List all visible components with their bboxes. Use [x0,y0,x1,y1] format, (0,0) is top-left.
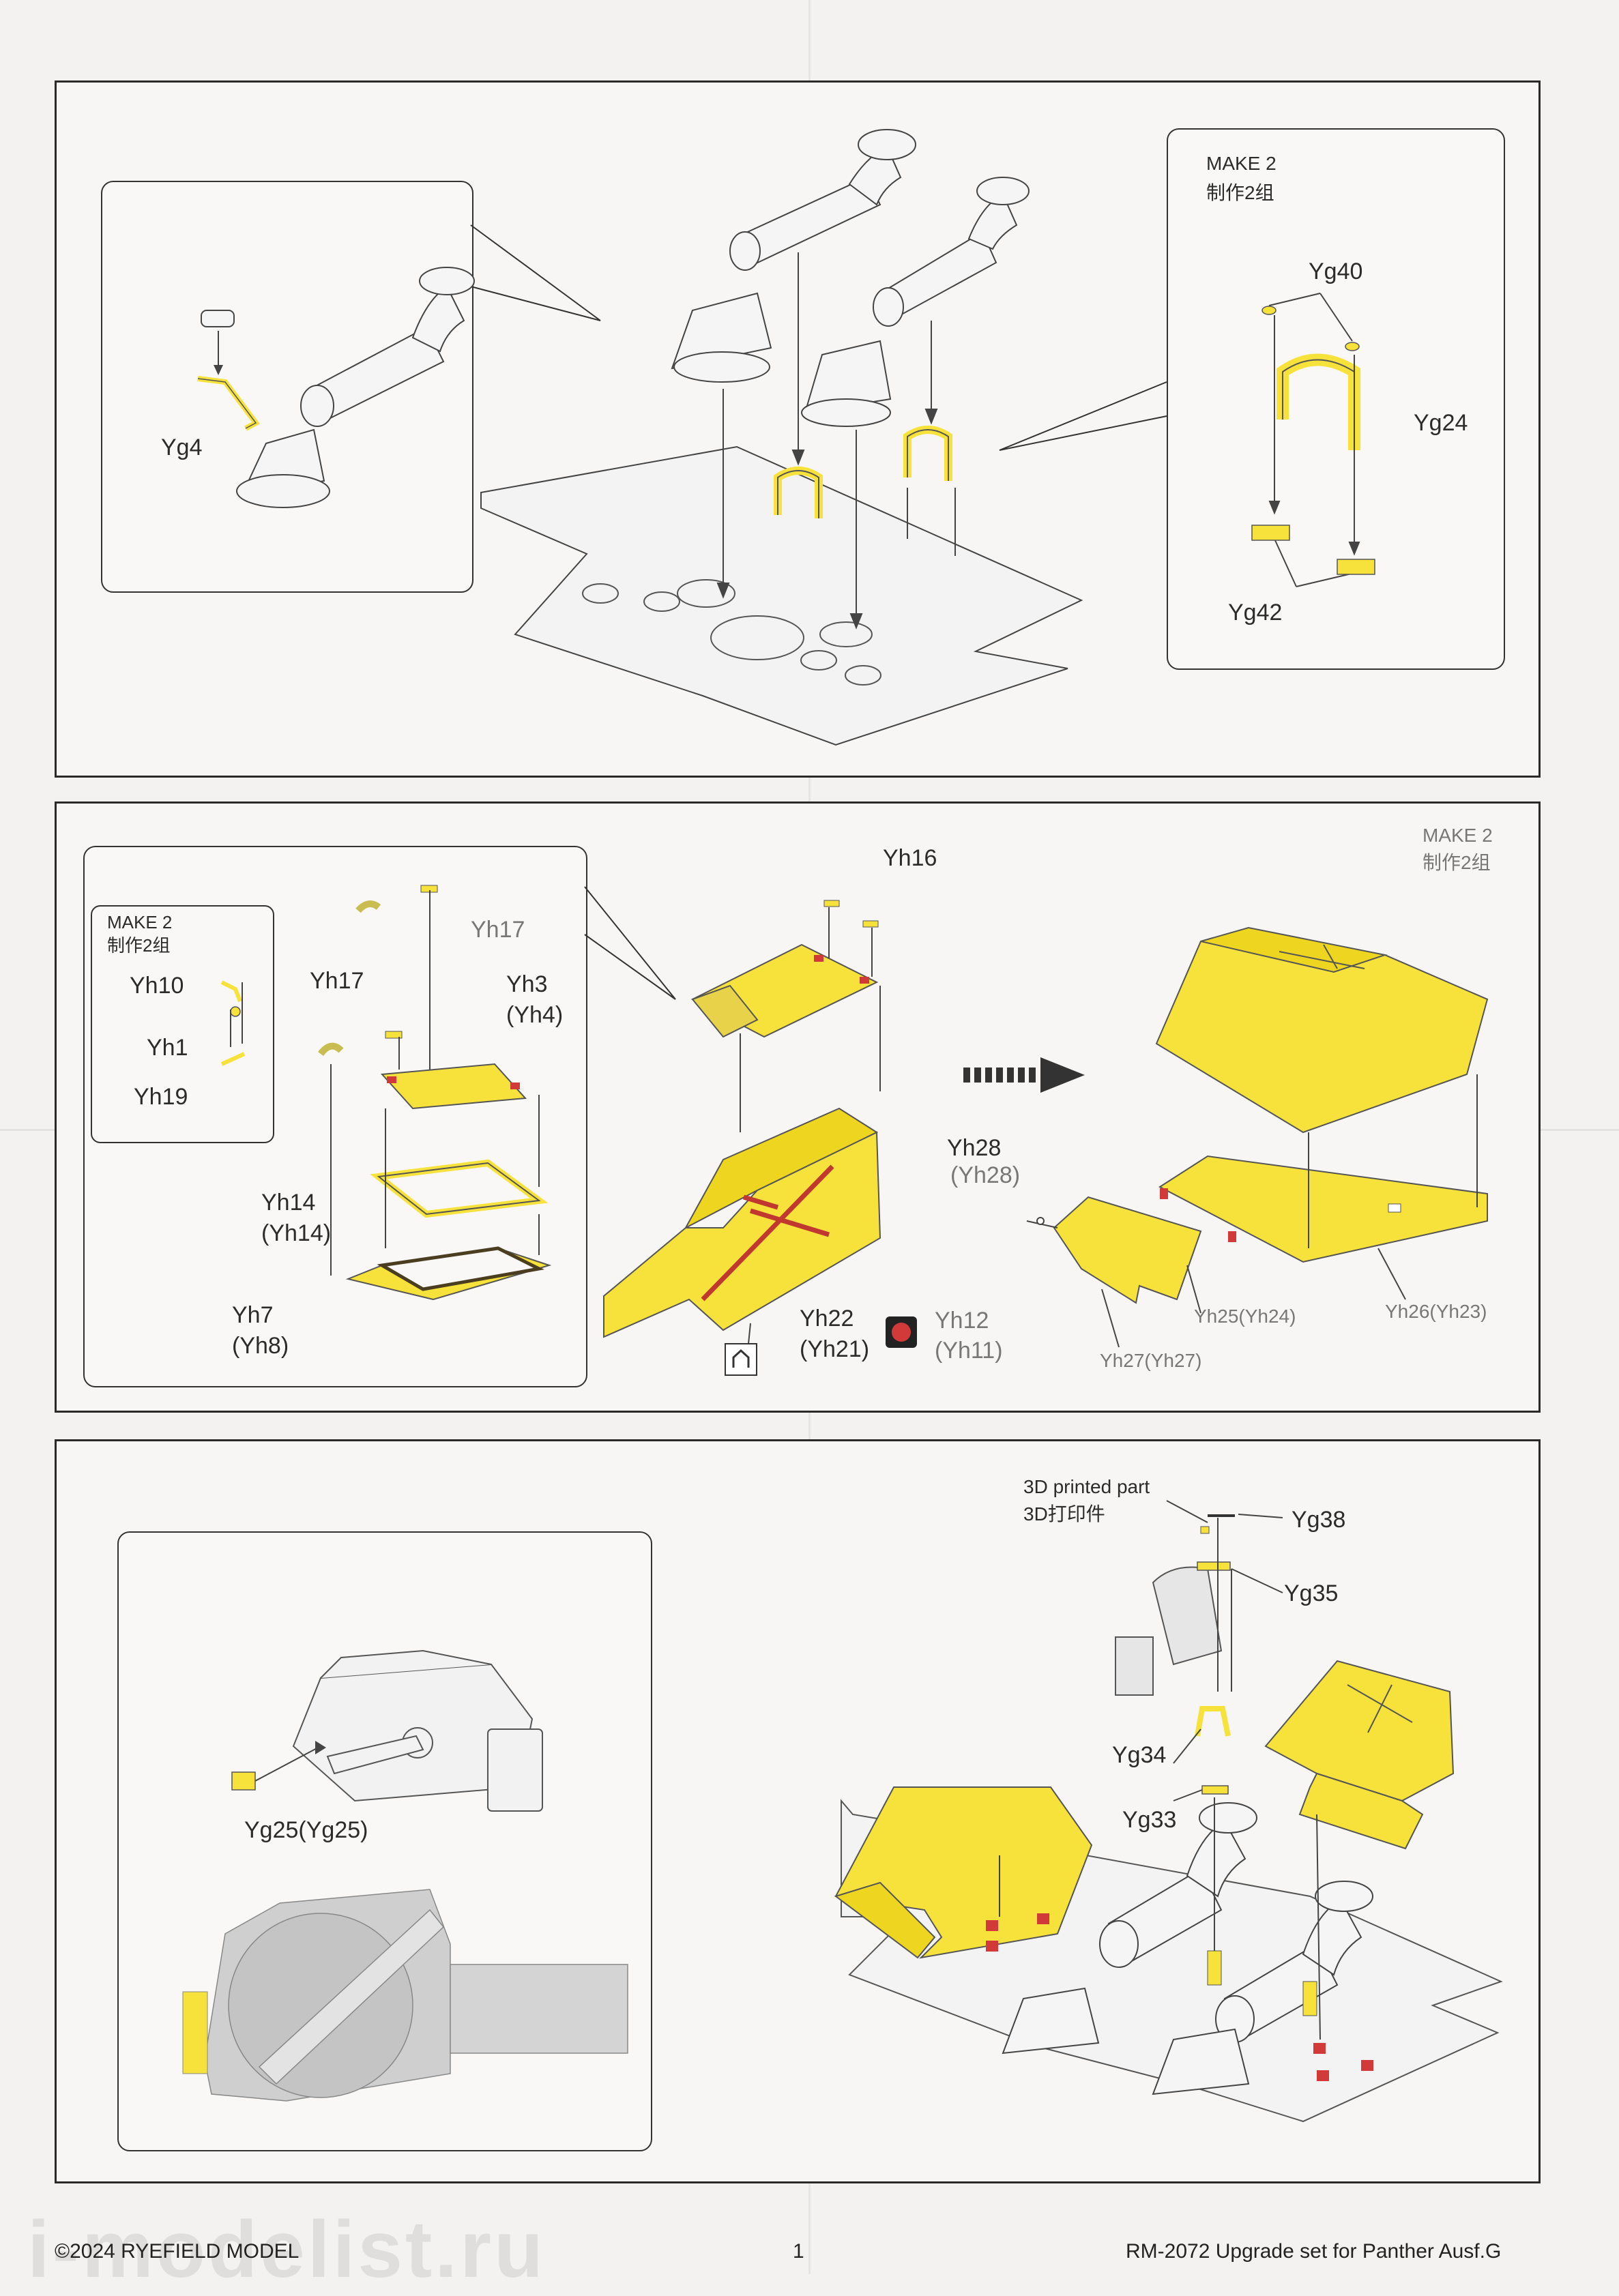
label-yg33: Yg33 [1122,1807,1177,1833]
part-yg35 [1197,1561,1231,1571]
footer-product: RM-2072 Upgrade set for Panther Ausf.G [1126,2240,1502,2263]
label-yg34: Yg34 [1112,1742,1167,1768]
label-3d-printed-en: 3D printed part [1023,1476,1150,1497]
cover-left-final [834,1786,1093,1959]
label-yh27: Yh27(Yh27) [1100,1350,1202,1371]
label-yg4: Yg4 [161,435,203,460]
footer-copyright: ©2024 RYEFIELD MODEL [55,2240,300,2263]
label-yh14-paren: (Yh14) [261,1220,332,1246]
footer-page-number: 1 [793,2240,804,2263]
cover-yh22 [603,1131,881,1338]
label-yh28-paren: (Yh28) [950,1162,1021,1188]
label-yh3: Yh3 [506,971,548,997]
fold-up-icon [725,1343,757,1376]
label-yh26: Yh26(Yh23) [1385,1301,1487,1322]
part-yg34 [1195,1706,1231,1737]
result-arrow [963,1057,1085,1093]
panel1-make2-callout [1167,128,1505,670]
label-yh25: Yh25(Yh24) [1194,1306,1296,1327]
label-yh1: Yh1 [147,1035,188,1061]
plate-yh27 [1053,1196,1202,1304]
panel2-inset-make2 [91,905,274,1143]
label-yh22: Yh22 [800,1306,854,1331]
plate-yh3 [380,1063,527,1110]
make2-subtitle: 制作2组 [1206,182,1274,203]
label-yh7: Yh7 [232,1302,274,1328]
plate-yg25 [231,1771,256,1791]
mechanism-render [204,1889,628,2102]
label-yh17-top: Yh17 [471,917,525,943]
label-yh11: (Yh11) [935,1338,1003,1364]
label-yh8: (Yh8) [232,1333,289,1359]
label-yh21: (Yh21) [800,1336,870,1362]
label-yh10: Yh10 [130,973,184,999]
label-yg35: Yg35 [1284,1580,1339,1606]
inset-make2-title: MAKE 2 [107,912,173,932]
inset-make2-subtitle: 制作2组 [107,935,171,956]
label-yh19: Yh19 [134,1084,188,1110]
label-yg38: Yg38 [1292,1507,1346,1533]
part-yg33 [1201,1785,1229,1795]
label-yh4: (Yh4) [506,1002,564,1028]
label-3d-printed-cn: 3D打印件 [1023,1503,1105,1525]
right-make2-subtitle: 制作2组 [1423,852,1491,873]
label-yh16: Yh16 [883,845,937,871]
make2-title: MAKE 2 [1206,153,1277,174]
panel1-detail-callout [101,181,473,593]
floor-yh26 [1158,1155,1488,1263]
label-yh14: Yh14 [261,1190,316,1216]
hull-plate [480,445,1083,746]
exhaust-pipe-right [801,177,1030,427]
exhaust-pipe-left [671,129,916,383]
right-make2-title: MAKE 2 [1423,825,1493,846]
label-yg42: Yg42 [1228,600,1283,625]
cover-right-final [1264,1660,1455,1802]
label-yg25: Yg25(Yg25) [244,1817,368,1843]
label-yg24: Yg24 [1414,410,1468,436]
label-yh17: Yh17 [310,968,364,994]
label-yh28: Yh28 [947,1135,1002,1161]
label-yh12: Yh12 [935,1308,989,1334]
label-yg40: Yg40 [1309,259,1363,284]
